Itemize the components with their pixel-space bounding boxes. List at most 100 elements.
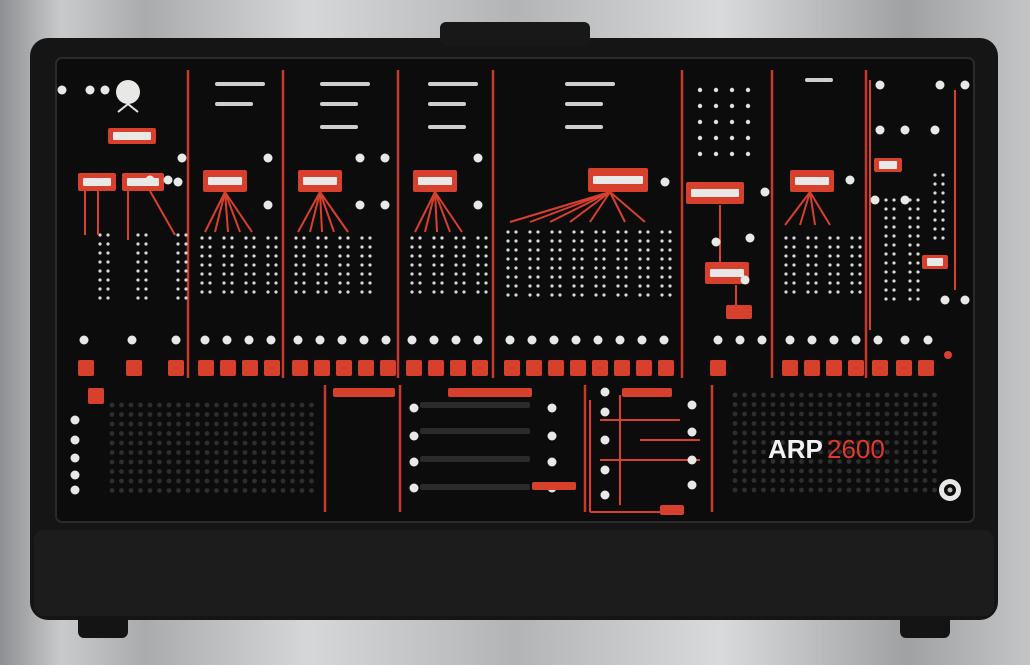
patch-jack [760,187,770,197]
grille-hole [751,449,757,455]
slider-dot [916,261,920,265]
slider-dot [572,284,576,288]
patch-jack [935,80,945,90]
grille-hole [147,459,153,465]
slider-dot [176,251,180,255]
red-pad [636,360,652,376]
slider-dot [514,275,518,279]
grille-hole [280,450,286,455]
slider-dot [884,198,888,202]
grille-hole [751,402,757,407]
grille-hole [742,392,747,398]
slider-dot [624,239,628,243]
slider-dot [933,227,937,231]
grille-hole [214,478,219,484]
grille-hole [166,412,172,417]
patch-jack [315,335,325,345]
grille-hole [761,449,766,455]
grille-hole [233,488,238,493]
slider-dot [784,290,788,294]
grille-hole [204,431,210,436]
grille-hole [261,412,267,417]
slider-dot [484,281,488,285]
slider-dot [638,248,642,252]
grille-hole [761,478,766,483]
grille-hole [865,411,871,417]
slider-dot [302,272,306,276]
slider-dot [454,236,458,240]
grille-hole [808,468,814,474]
slider-dot [136,260,140,264]
grille-hole [109,450,115,455]
patch-jack [600,435,610,445]
slider-dot [828,236,832,240]
slider-dot [792,281,796,285]
slider-dot [346,254,350,258]
slider-dot [941,209,945,213]
slider-dot [440,281,444,285]
slider-dot [933,236,937,240]
grille-hole [884,421,890,426]
slider-dot [624,248,628,252]
red-pad [336,360,352,376]
slider-dot [454,263,458,267]
slider-dot [550,257,554,261]
slider-dot [638,275,642,279]
slider-dot [602,239,606,243]
grille-hole [789,478,795,483]
slider-dot [884,234,888,238]
grille-hole [195,469,200,474]
grille-hole [770,402,776,407]
slider-dot [858,290,862,294]
grille-hole [732,421,738,426]
grille-hole [894,402,899,407]
patch-jack [923,335,933,345]
patch-jack [713,335,723,345]
slider-dot [616,275,620,279]
slider-dot [432,254,436,258]
grille-hole [808,449,814,455]
slider-dot [550,266,554,270]
patch-jack [687,480,697,490]
grille-hole [742,430,747,436]
grille-hole [846,487,852,493]
grille-hole [818,411,823,417]
grille-hole [176,412,181,417]
slider-dot [176,296,180,300]
slider-dot [506,230,510,234]
grille-hole [770,411,776,417]
slider-dot [528,266,532,270]
slider-dot [98,278,102,282]
slider-dot [106,287,110,291]
slider-mark [565,125,603,129]
slider-dot [624,284,628,288]
slider-dot [933,173,937,177]
slider-dot [602,257,606,261]
slider-dot [410,290,414,294]
grille-hole [280,478,286,484]
grille-hole [309,402,314,408]
patch-jack [451,335,461,345]
slider-dot [884,288,888,292]
slider-mark [428,125,466,129]
slider-dot [814,290,818,294]
red-pad [918,360,934,376]
slider-dot [208,281,212,285]
grille-hole [875,402,880,407]
trace [784,191,811,226]
red-pad [782,360,798,376]
slider-dot [624,293,628,297]
grille-hole [818,487,823,493]
slider-dot [514,266,518,270]
slider-dot [338,290,342,294]
grille-hole [109,459,115,465]
slider-dot [572,266,576,270]
slider-dot [784,245,788,249]
grille-hole [299,412,305,417]
slider-dot [858,272,862,276]
slider-dot [646,257,650,261]
grille-hole [932,411,937,417]
grille-hole [128,488,134,493]
slider-dot [916,207,920,211]
grille-hole [837,478,842,483]
